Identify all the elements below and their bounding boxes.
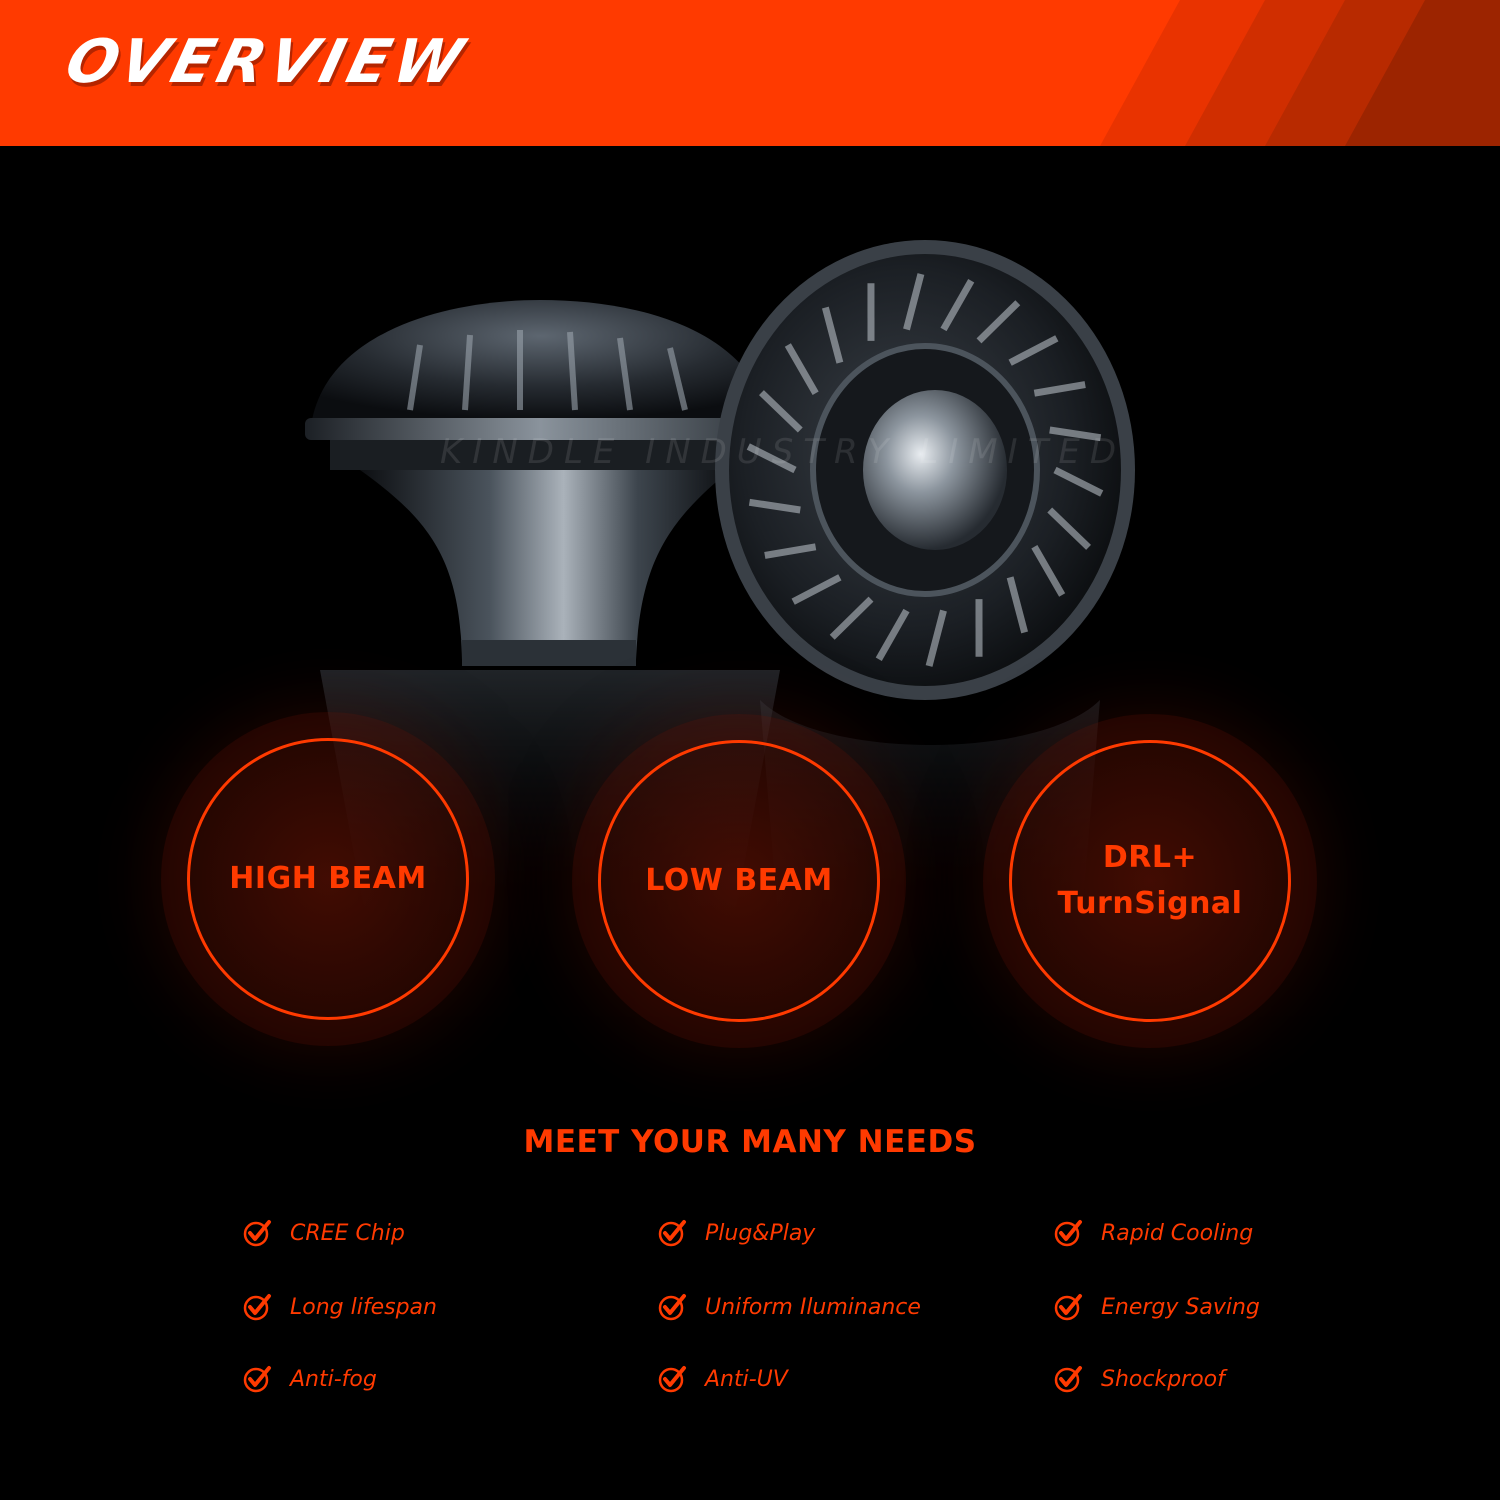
feature-label: Long lifespan — [290, 1294, 437, 1320]
feature-item: Rapid Cooling — [1053, 1218, 1253, 1248]
feature-item: Anti-UV — [657, 1364, 788, 1394]
reflector-fin — [829, 596, 874, 640]
feature-item: Long lifespan — [242, 1292, 437, 1322]
reflector-fin — [821, 306, 844, 364]
mode-label: HIGH BEAM — [229, 856, 426, 903]
check-circle-icon — [1054, 1366, 1082, 1393]
mode-label-line: LOW BEAM — [645, 862, 833, 898]
reflector-fin — [925, 609, 947, 667]
mode-low-beam: LOW BEAM — [598, 740, 880, 1022]
feature-label: Uniform Iluminance — [705, 1294, 921, 1320]
feature-item: Anti-fog — [242, 1364, 377, 1394]
feature-label: Shockproof — [1101, 1366, 1225, 1392]
reflector-fin — [875, 608, 910, 662]
right-headlight — [715, 240, 1135, 940]
reflector-fin — [748, 498, 801, 514]
mode-label: LOW BEAM — [645, 858, 833, 905]
headlight-product-image — [305, 240, 1135, 940]
check-circle-icon — [658, 1366, 686, 1393]
reflector-fin — [784, 343, 819, 395]
reflector-fin — [1006, 576, 1029, 634]
reflector-fin — [903, 273, 925, 331]
reflector-fin — [746, 443, 797, 474]
mode-drl-turnsignal: DRL+ TurnSignal — [1009, 740, 1291, 1022]
check-circle-icon — [658, 1294, 686, 1321]
check-circle-icon — [243, 1220, 271, 1247]
check-circle-icon — [243, 1366, 271, 1393]
reflector-fin — [759, 390, 803, 433]
reflector-fin — [1053, 466, 1104, 497]
feature-label: Plug&Play — [705, 1220, 816, 1246]
banner-stripes — [1100, 0, 1500, 146]
reflector-fin — [1049, 426, 1102, 442]
check-circle-icon — [1054, 1294, 1082, 1321]
watermark: KINDLE INDUSTRY LIMITED — [440, 432, 1127, 472]
reflector-fin — [1031, 545, 1066, 597]
needs-title: MEET YOUR MANY NEEDS — [523, 1124, 977, 1160]
feature-label: Energy Saving — [1101, 1294, 1260, 1320]
reflector-fin — [976, 300, 1021, 344]
mode-high-beam: HIGH BEAM — [187, 738, 469, 1020]
feature-item: Shockproof — [1053, 1364, 1225, 1394]
reflector-fin — [1008, 335, 1059, 366]
header-banner: OVERVIEW — [0, 0, 1500, 146]
mode-label: DRL+ TurnSignal — [1058, 835, 1243, 928]
feature-item: CREE Chip — [242, 1218, 405, 1248]
check-circle-icon — [1054, 1220, 1082, 1247]
reflector-fin — [764, 543, 817, 559]
check-circle-icon — [658, 1220, 686, 1247]
feature-label: CREE Chip — [290, 1220, 405, 1246]
mode-label-line: DRL+ — [1102, 839, 1198, 875]
feature-label: Anti-UV — [705, 1366, 788, 1392]
reflector-fin — [1047, 507, 1091, 550]
mode-label-line: HIGH BEAM — [229, 860, 427, 896]
reflector-fin — [1033, 381, 1086, 397]
mode-label-line: TurnSignal — [1057, 886, 1243, 921]
feature-label: Rapid Cooling — [1101, 1220, 1254, 1246]
page-title: OVERVIEW — [58, 27, 475, 97]
feature-item: Uniform Iluminance — [657, 1292, 921, 1322]
check-circle-icon — [243, 1294, 271, 1321]
feature-item: Energy Saving — [1053, 1292, 1260, 1322]
reflector-fin — [940, 278, 975, 332]
feature-item: Plug&Play — [657, 1218, 815, 1248]
reflector-fin — [791, 574, 842, 605]
feature-label: Anti-fog — [290, 1366, 377, 1392]
